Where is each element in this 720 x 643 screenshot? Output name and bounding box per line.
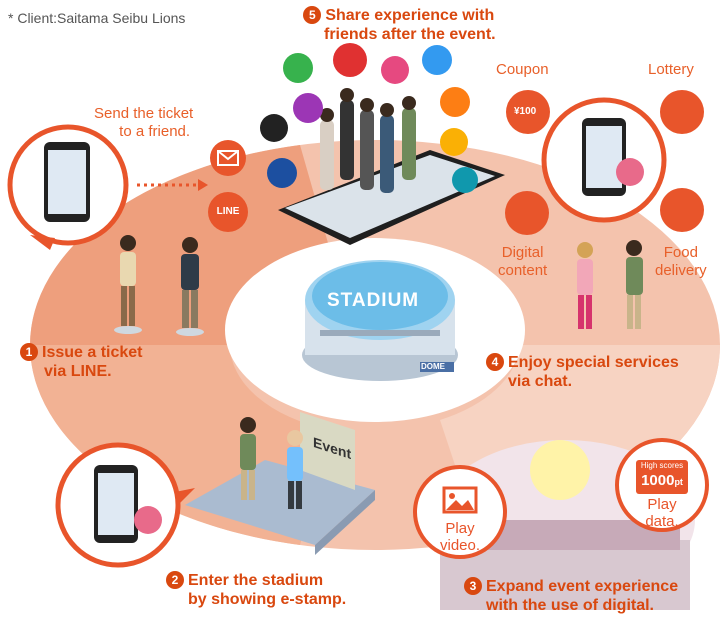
line-badge: LINE (216, 206, 240, 217)
phone-call-icon (293, 93, 323, 123)
food-delivery-label: Food delivery (655, 244, 707, 280)
stadium-label: STADIUM (327, 290, 420, 311)
play-data-label: Play data. (634, 496, 690, 530)
step3-line1: Expand event experience (486, 578, 679, 595)
lottery-label: Lottery (648, 61, 694, 78)
dome-sign: DOME (421, 362, 445, 371)
play-video-label: Play video. (432, 520, 488, 554)
high-scores-badge: High scores 1000pt (636, 460, 688, 494)
game-icon (440, 128, 468, 156)
sharing-phone (278, 88, 505, 245)
high-scores-title: High scores (640, 461, 684, 470)
play-data-line1: Play (647, 496, 677, 513)
burger-icon (660, 188, 704, 232)
food-line2: delivery (655, 262, 707, 279)
food-line1: Food (663, 244, 698, 261)
step5-line1: Share experience with (325, 7, 495, 24)
digital-line2: content (498, 262, 548, 279)
step4-line2: via chat. (508, 373, 573, 390)
play-video-line1: Play (445, 520, 475, 537)
high-scores-unit: pt (674, 477, 683, 487)
play-video-bubble (413, 465, 507, 559)
step2-number: 2 (166, 571, 184, 589)
coupon-value: ¥100 (514, 106, 537, 117)
line-icon (208, 192, 248, 232)
step1-line2: via LINE. (44, 363, 112, 380)
chat-figures (577, 240, 643, 329)
high-scores-value-row: 1000pt (636, 471, 688, 492)
ticket-phone-bubble (7, 124, 129, 250)
step1-line1: Issue a ticket (42, 344, 143, 361)
send-arrow-head (198, 179, 208, 191)
cart-icon (283, 53, 313, 83)
facebook-icon (267, 158, 297, 188)
stadium-illustration (302, 260, 458, 381)
high-scores-value: 1000 (641, 472, 675, 489)
coupon-label: Coupon (496, 61, 549, 78)
step4-line1: Enjoy special services (508, 354, 679, 371)
youtube-icon (505, 191, 549, 235)
camera-icon (260, 114, 288, 142)
step2-line1: Enter the stadium (188, 572, 324, 589)
globe-icon (333, 43, 367, 77)
friends-figures (114, 235, 204, 336)
gift-icon (660, 90, 704, 134)
step4-number: 4 (486, 353, 504, 371)
coupon-icon (506, 90, 550, 134)
step3-line2: with the use of digital. (486, 597, 654, 614)
play-data-line2: data. (645, 513, 679, 530)
twitter-icon (422, 45, 452, 75)
estamp-phone-bubble (55, 442, 195, 568)
digital-line1: Digital (501, 244, 544, 261)
step5-number: 5 (303, 6, 322, 24)
envelope-icon (440, 87, 470, 117)
send-ticket-label: Send the ticket to a friend. (94, 105, 193, 141)
step3-number: 3 (464, 577, 482, 595)
instagram-icon (452, 167, 478, 193)
entrance-platform (185, 412, 375, 555)
send-ticket-line2: to a friend. (119, 123, 191, 140)
step2-line2: by showing e-stamp. (188, 591, 347, 608)
client-note: * Client:Saitama Seibu Lions (8, 10, 186, 26)
step1-number: 1 (20, 343, 38, 361)
play-video-line2: video. (439, 537, 481, 554)
step5-line2: friends after the event. (324, 26, 496, 43)
send-ticket-line1: Send the ticket (94, 105, 194, 122)
services-phone-bubble (541, 97, 667, 223)
music-icon (381, 56, 409, 84)
digital-content-label: Digital content (498, 244, 547, 280)
